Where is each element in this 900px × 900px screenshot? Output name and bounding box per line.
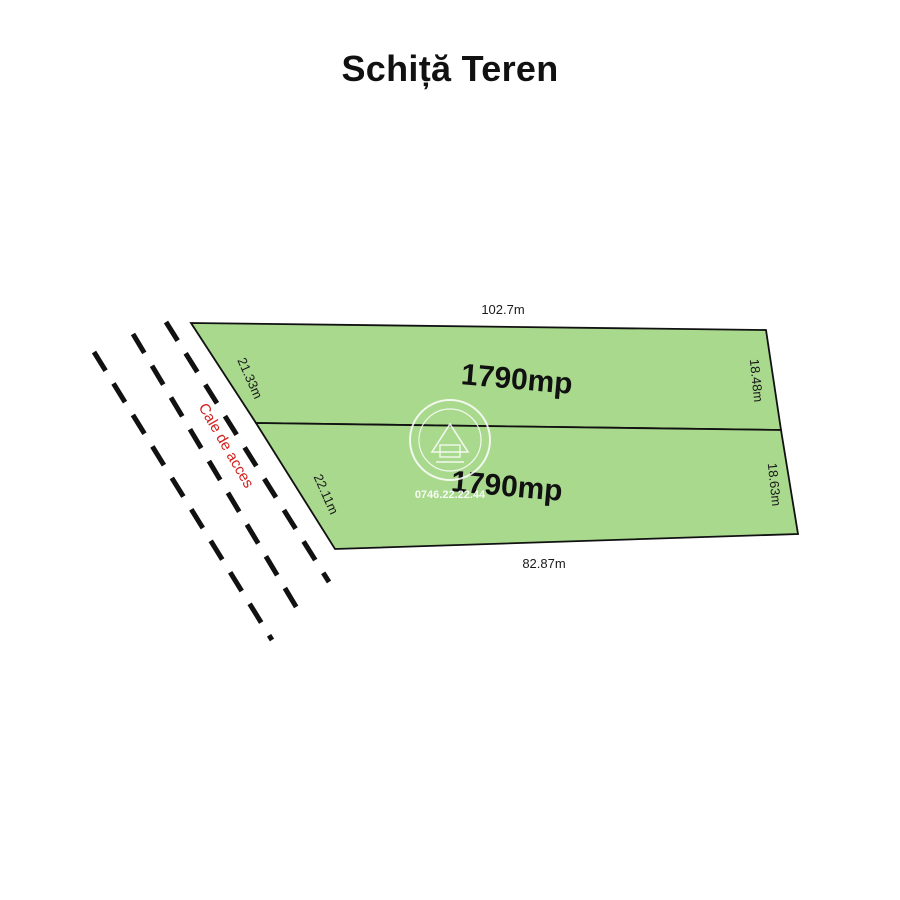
lot-1-top-dimension: 102.7m	[481, 302, 524, 317]
road-dash-line-2	[130, 332, 301, 612]
watermark-phone: 0746.22.22.44	[415, 489, 486, 501]
lot-2-right-dimension: 18.63m	[765, 462, 784, 507]
road-dash-line-1	[91, 350, 275, 642]
lot-1-right-dimension: 18.48m	[747, 358, 766, 403]
access-road	[91, 320, 332, 642]
lot-2-bottom-dimension: 82.87m	[522, 556, 565, 571]
lot-2-polygon[interactable]	[254, 422, 800, 550]
road-dash-line-3	[163, 320, 332, 584]
real-estate-seal-icon	[409, 399, 491, 481]
page-title: Schiță Teren	[341, 48, 559, 89]
access-road-label: Cale de acces	[195, 400, 257, 491]
